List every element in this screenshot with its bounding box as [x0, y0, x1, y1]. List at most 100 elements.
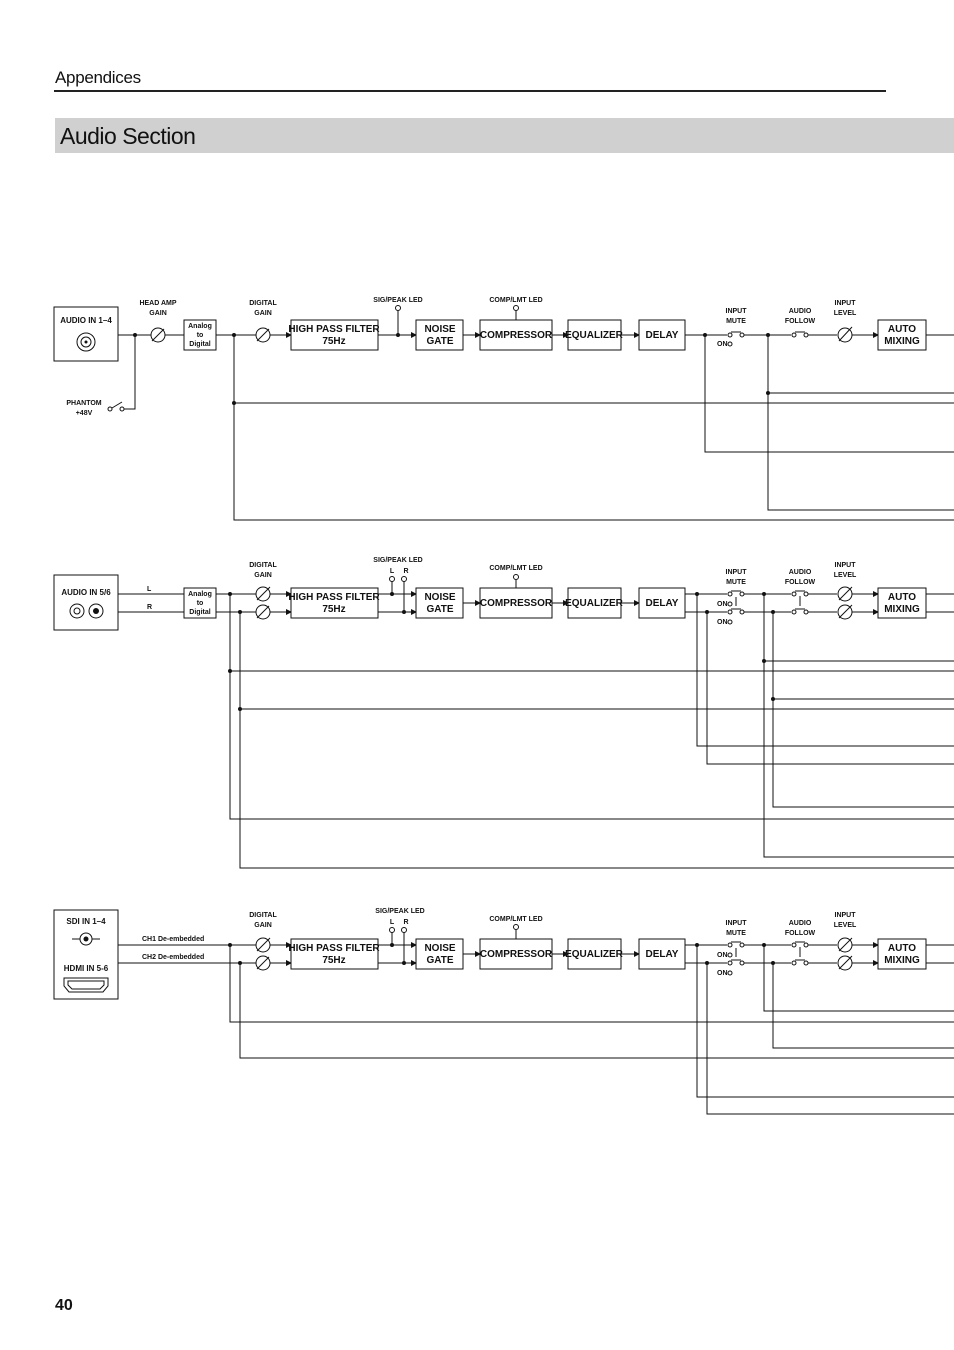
- input-level-label-2: LEVEL: [834, 310, 857, 317]
- bnc-connector-icon: [72, 932, 100, 946]
- mute-on-label: ON: [717, 341, 728, 348]
- adc-label-3: Digital: [189, 341, 210, 348]
- sig-peak-led-r-icon: [401, 576, 407, 582]
- noise-gate2-label-1: NOISE: [424, 592, 455, 603]
- adc2-label-3: Digital: [189, 609, 210, 616]
- input-mute3-label-2: MUTE: [726, 930, 746, 937]
- audio-in-5-6-box: [53, 574, 119, 631]
- noise-gate3-label-2: GATE: [426, 955, 453, 966]
- mute3-on-label-2: ON: [717, 970, 728, 977]
- input-mute3-label-1: INPUT: [726, 920, 748, 927]
- auto-mixing3-label-2: MIXING: [884, 955, 920, 966]
- input-mute2-label-2: MUTE: [726, 579, 746, 586]
- sdi-in-label: SDI IN 1–4: [66, 917, 106, 926]
- input-level2-label-2: LEVEL: [834, 572, 857, 579]
- audio-follow-label-1: AUDIO: [789, 308, 812, 315]
- audio-follow2-label-1: AUDIO: [789, 569, 812, 576]
- auto-mixing-label-1: AUTO: [888, 324, 916, 335]
- sig-peak-led3-label: SIG/PEAK LED: [375, 908, 424, 915]
- input-mute2-label-1: INPUT: [726, 569, 748, 576]
- equalizer-box: [567, 319, 622, 351]
- audio-in-1-4-box: [53, 306, 119, 362]
- adc-label-2: to: [197, 332, 204, 339]
- xlr-combo-jack-icon: [76, 332, 96, 352]
- noise-gate3-label-1: NOISE: [424, 943, 455, 954]
- row-audio-in-5-6: AUDIO IN 5/6 L R Analog to Digital DIGIT…: [53, 557, 954, 869]
- comp-lmt-led-label: COMP/LMT LED: [489, 297, 542, 304]
- digital-gain-label-2: GAIN: [254, 310, 272, 317]
- row-audio-in-1-4: AUDIO IN 1–4 HEAD AMP GAIN Analog to Dig…: [53, 297, 954, 521]
- noise-gate-label-2: GATE: [426, 336, 453, 347]
- input-mute-switch-icon: [727, 331, 745, 347]
- l-label: L: [147, 586, 152, 593]
- auto-mixing2-label-2: MIXING: [884, 604, 920, 615]
- equalizer2-label: EQUALIZER: [565, 598, 624, 609]
- title-band: Audio Section: [55, 118, 954, 153]
- delay-box-3: [638, 938, 686, 970]
- compressor2-label: COMPRESSOR: [480, 598, 553, 609]
- comp-lmt-led3-icon: [513, 924, 519, 930]
- digital-gain-knob-icon: [255, 327, 271, 343]
- digital-gain2-label-2: GAIN: [254, 572, 272, 579]
- equalizer-box-3: [567, 938, 622, 970]
- led-l-label: L: [390, 568, 395, 575]
- head-amp-gain-knob-icon: [150, 327, 166, 343]
- noise-gate-box: [415, 319, 464, 351]
- ch1-de-embedded-label: CH1 De-embedded: [142, 936, 204, 943]
- audio-follow3-label-1: AUDIO: [789, 920, 812, 927]
- delay-box-2: [638, 587, 686, 619]
- compressor-box: [479, 319, 553, 351]
- input-level-label-1: INPUT: [835, 300, 857, 307]
- hpf-label: HIGH PASS FILTER: [288, 324, 380, 335]
- noise-gate-label-1: NOISE: [424, 324, 455, 335]
- hpf-freq: 75Hz: [322, 336, 345, 347]
- noise-gate-box-3: [415, 938, 464, 970]
- mute2-on-label-1: ON: [717, 601, 728, 608]
- led3-r-label: R: [403, 919, 408, 926]
- adc-label-1: Analog: [188, 323, 212, 330]
- digital-gain3-dual-knob-icon: [255, 937, 271, 971]
- digital-gain3-label-2: GAIN: [254, 922, 272, 929]
- sig-peak-led-l-icon: [389, 576, 395, 582]
- hpf-box-3: [290, 938, 379, 970]
- auto-mixing-box-2: [877, 587, 927, 619]
- audio-follow-label-2: FOLLOW: [785, 318, 816, 325]
- auto-mixing-box: [877, 319, 927, 351]
- comp-lmt-led-icon: [513, 305, 519, 311]
- audio-follow2-label-2: FOLLOW: [785, 579, 816, 586]
- compressor-label: COMPRESSOR: [480, 330, 553, 341]
- audio-follow-switch-icon: [791, 331, 809, 338]
- auto-mixing2-label-1: AUTO: [888, 592, 916, 603]
- audio-follow-dual-switch-icon: [791, 590, 809, 615]
- sig-peak-led3-l-icon: [389, 927, 395, 933]
- input-mute-label-2: MUTE: [726, 318, 746, 325]
- delay3-label: DELAY: [646, 949, 679, 960]
- input-level-knob-icon: [837, 326, 853, 343]
- input-level-dual-knob-icon: [837, 586, 853, 620]
- audio-in-5-6-label: AUDIO IN 5/6: [61, 588, 111, 597]
- auto-mixing-label-2: MIXING: [884, 336, 920, 347]
- mute3-on-label-1: ON: [717, 952, 728, 959]
- digital-gain2-label-1: DIGITAL: [249, 562, 277, 569]
- equalizer3-label: EQUALIZER: [565, 949, 624, 960]
- comp-lmt-led2-icon: [513, 574, 519, 580]
- input-mute3-dual-switch-icon: [727, 941, 745, 976]
- sdi-hdmi-box: [53, 909, 119, 1000]
- sig-peak-led2-label: SIG/PEAK LED: [373, 557, 422, 564]
- audio-follow3-dual-switch-icon: [791, 941, 809, 966]
- header-rule: [54, 90, 886, 92]
- input-level2-label-1: INPUT: [835, 562, 857, 569]
- input-level3-label-2: LEVEL: [834, 922, 857, 929]
- comp-lmt-led3-label: COMP/LMT LED: [489, 916, 542, 923]
- input-level3-label-1: INPUT: [835, 912, 857, 919]
- adc-box: [183, 319, 217, 351]
- audio-follow3-label-2: FOLLOW: [785, 930, 816, 937]
- delay2-label: DELAY: [646, 598, 679, 609]
- hpf3-freq: 75Hz: [322, 955, 345, 966]
- adc2-label-2: to: [197, 600, 204, 607]
- page-title: Audio Section: [60, 123, 196, 149]
- sig-peak-led3-r-icon: [401, 927, 407, 933]
- rca-jack-icon: [69, 603, 104, 619]
- hdmi-in-label: HDMI IN 5-6: [64, 964, 109, 973]
